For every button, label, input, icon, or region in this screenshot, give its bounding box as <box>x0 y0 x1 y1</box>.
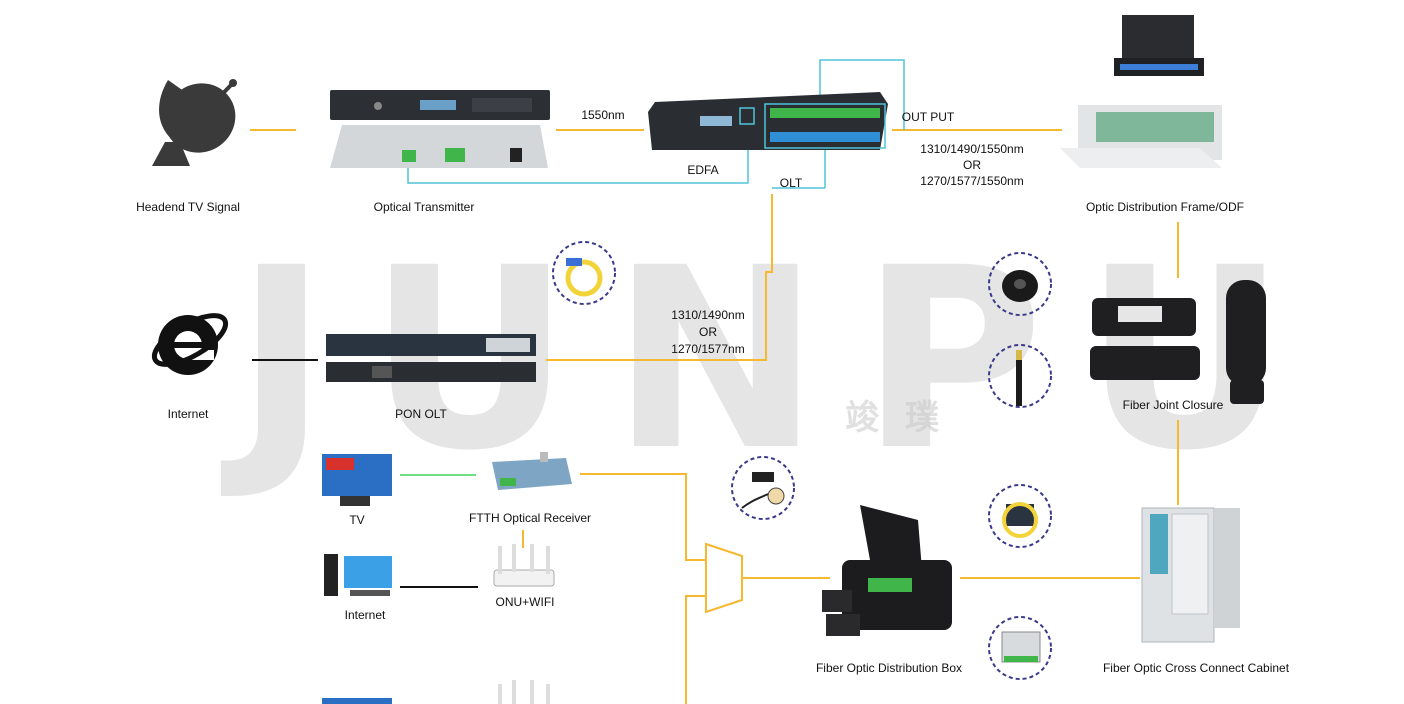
label-wavelength-b-3: 1270/1577nm <box>671 342 745 356</box>
internet-explorer-icon <box>151 313 229 375</box>
label-edfa: EDFA <box>687 163 719 177</box>
tv-device <box>322 454 392 506</box>
fiber-connector-badge <box>731 456 795 520</box>
label-internet-top: Internet <box>167 407 209 421</box>
label-cross-connect-cabinet: Fiber Optic Cross Connect Cabinet <box>1102 661 1290 675</box>
label-fiber-joint-closure: Fiber Joint Closure <box>1122 398 1224 412</box>
label-olt: OLT <box>779 176 803 190</box>
onu-router-device <box>493 544 555 587</box>
label-ftth-receiver: FTTH Optical Receiver <box>468 511 592 525</box>
tv-device-2 <box>322 698 392 704</box>
optical-transmitter-device <box>330 90 550 168</box>
label-onu-wifi: ONU+WIFI <box>495 595 555 609</box>
pigtail-badge <box>988 484 1052 548</box>
desktop-pc-device <box>324 554 392 596</box>
watermark-chinese: 竣璞 <box>845 398 965 438</box>
fiber-joint-closure-device <box>1090 280 1266 404</box>
label-optical-transmitter: Optical Transmitter <box>373 200 475 214</box>
fiber-links <box>250 129 1179 704</box>
label-pon-olt: PON OLT <box>395 407 447 421</box>
cross-connect-cabinet-device <box>1141 507 1240 643</box>
patch-cord-badge <box>552 241 616 305</box>
label-wavelength-a-1: 1310/1490/1550nm <box>920 142 1024 156</box>
cyan-links <box>407 59 905 189</box>
link-receiver-splitter <box>580 473 706 561</box>
label-fiber-distribution-box: Fiber Optic Distribution Box <box>815 661 963 675</box>
distribution-box-device <box>822 505 952 636</box>
label-wavelength-b-1: 1310/1490nm <box>671 308 745 322</box>
link-olt-to-pon <box>546 194 773 361</box>
label-odf: Optic Distribution Frame/ODF <box>1085 200 1245 214</box>
patch-cord-icon <box>565 259 603 297</box>
onu-router-device-2 <box>498 680 550 704</box>
label-output: OUT PUT <box>901 110 955 124</box>
link-cyan-output <box>819 59 905 130</box>
label-wavelength-a-2: OR <box>963 158 981 172</box>
link-splitter-down <box>685 595 706 704</box>
splitter-symbol <box>705 542 743 614</box>
label-1550nm: 1550nm <box>581 108 625 122</box>
satellite-dish-icon <box>152 79 237 166</box>
link-cyan-loop <box>407 126 749 184</box>
plc-splitter-badge <box>988 616 1052 680</box>
label-wavelength-a-3: 1270/1577/1550nm <box>920 174 1024 188</box>
pon-olt-device <box>326 334 536 382</box>
label-internet-bottom: Internet <box>344 608 386 622</box>
label-tv: TV <box>349 513 365 527</box>
fiber-cable-reel-badge <box>988 252 1052 316</box>
label-wavelength-b-2: OR <box>699 325 717 339</box>
ftth-receiver-device <box>492 452 572 490</box>
fiber-cable-badge <box>988 344 1052 408</box>
edfa-device <box>648 92 888 150</box>
label-headend: Headend TV Signal <box>136 200 240 214</box>
odf-device <box>1060 15 1222 168</box>
